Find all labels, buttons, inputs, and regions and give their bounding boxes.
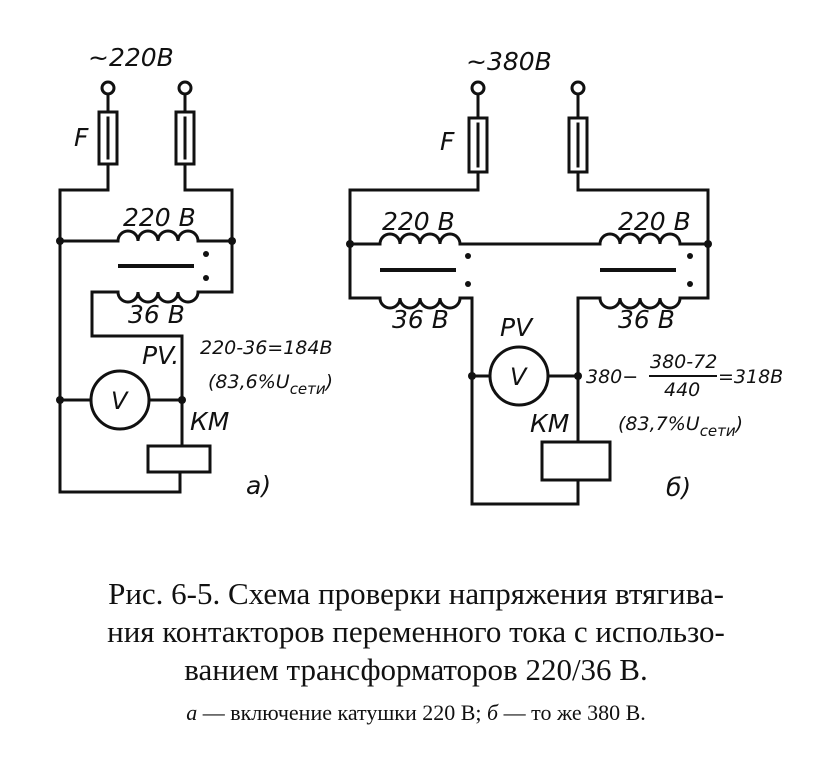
contactor-coil-b xyxy=(540,440,612,482)
coil-label-a: КМ xyxy=(190,407,229,436)
supply-label-b: ~380В xyxy=(466,47,552,76)
supply-label-a: ~220В xyxy=(88,43,174,72)
voltmeter-b xyxy=(488,345,550,407)
primary-winding-a xyxy=(116,229,200,242)
fuse-label-a: F xyxy=(74,123,89,152)
caption-line-2: ния контакторов переменного тока с испол… xyxy=(107,614,725,649)
primary-left-label-b: 220 В xyxy=(382,207,455,236)
caption-line-1: Рис. 6-5. Схема проверки напряжения втяг… xyxy=(108,576,724,611)
contactor-coil-a xyxy=(146,444,212,474)
terminal-b-left xyxy=(470,80,486,96)
primary-label-a: 220 В xyxy=(123,203,196,232)
legend-b-text: — то же 380 В. xyxy=(498,700,646,725)
legend-b-key: б xyxy=(487,700,499,725)
formula-prefix-b: 380− xyxy=(586,366,638,388)
terminal-b-right xyxy=(570,80,586,96)
secondary-winding-a xyxy=(116,291,200,304)
meter-label-b: PV xyxy=(500,313,534,342)
terminal-a-right xyxy=(177,80,193,96)
secondary-right-label-b: 36 В xyxy=(618,305,675,334)
secondary-left-winding-b xyxy=(378,297,462,310)
primary-right-winding-b xyxy=(598,232,682,245)
percent-a: (83,6%Uсети) xyxy=(208,371,333,398)
secondary-left-label-b: 36 В xyxy=(392,305,449,334)
voltmeter-symbol-b: V xyxy=(510,363,528,391)
secondary-label-a: 36 В xyxy=(128,300,185,329)
tag-a: а) xyxy=(246,471,271,500)
schematics: ~220В F 220 В 36 В PV. V 220-36=184В xyxy=(56,43,783,506)
voltmeter-a xyxy=(89,369,151,431)
percent-b: (83,7%Uсети) xyxy=(618,413,743,440)
meter-label-a: PV. xyxy=(142,341,179,370)
primary-right-label-b: 220 В xyxy=(618,207,691,236)
voltage-calc-a: 220-36=184В xyxy=(200,337,333,359)
voltmeter-symbol-a: V xyxy=(111,387,129,415)
diagram-a: ~220В F 220 В 36 В PV. V 220-36=184В xyxy=(56,43,333,500)
formula-result-b: =318В xyxy=(718,366,783,388)
caption-line-3: ванием трансформаторов 220/36 В. xyxy=(184,652,648,687)
legend-a-text: — включение катушки 220 В; xyxy=(197,700,488,725)
coil-label-b: КМ xyxy=(530,409,569,438)
terminal-a-left xyxy=(100,80,116,96)
primary-left-winding-b xyxy=(378,232,462,245)
figure-caption: Рис. 6-5. Схема проверки напряжения втяг… xyxy=(12,575,820,689)
legend-a-key: а xyxy=(186,700,198,725)
formula-numerator-b: 380-72 xyxy=(650,351,717,373)
fuse-label-b: F xyxy=(440,127,455,156)
figure-legend: а — включение катушки 220 В; б — то же 3… xyxy=(12,700,820,726)
secondary-right-winding-b xyxy=(598,297,682,310)
tag-b: б) xyxy=(666,473,691,502)
formula-denominator-b: 440 xyxy=(664,379,700,401)
diagram-b: ~380В F 220 В 36 В 220 В xyxy=(346,47,783,506)
